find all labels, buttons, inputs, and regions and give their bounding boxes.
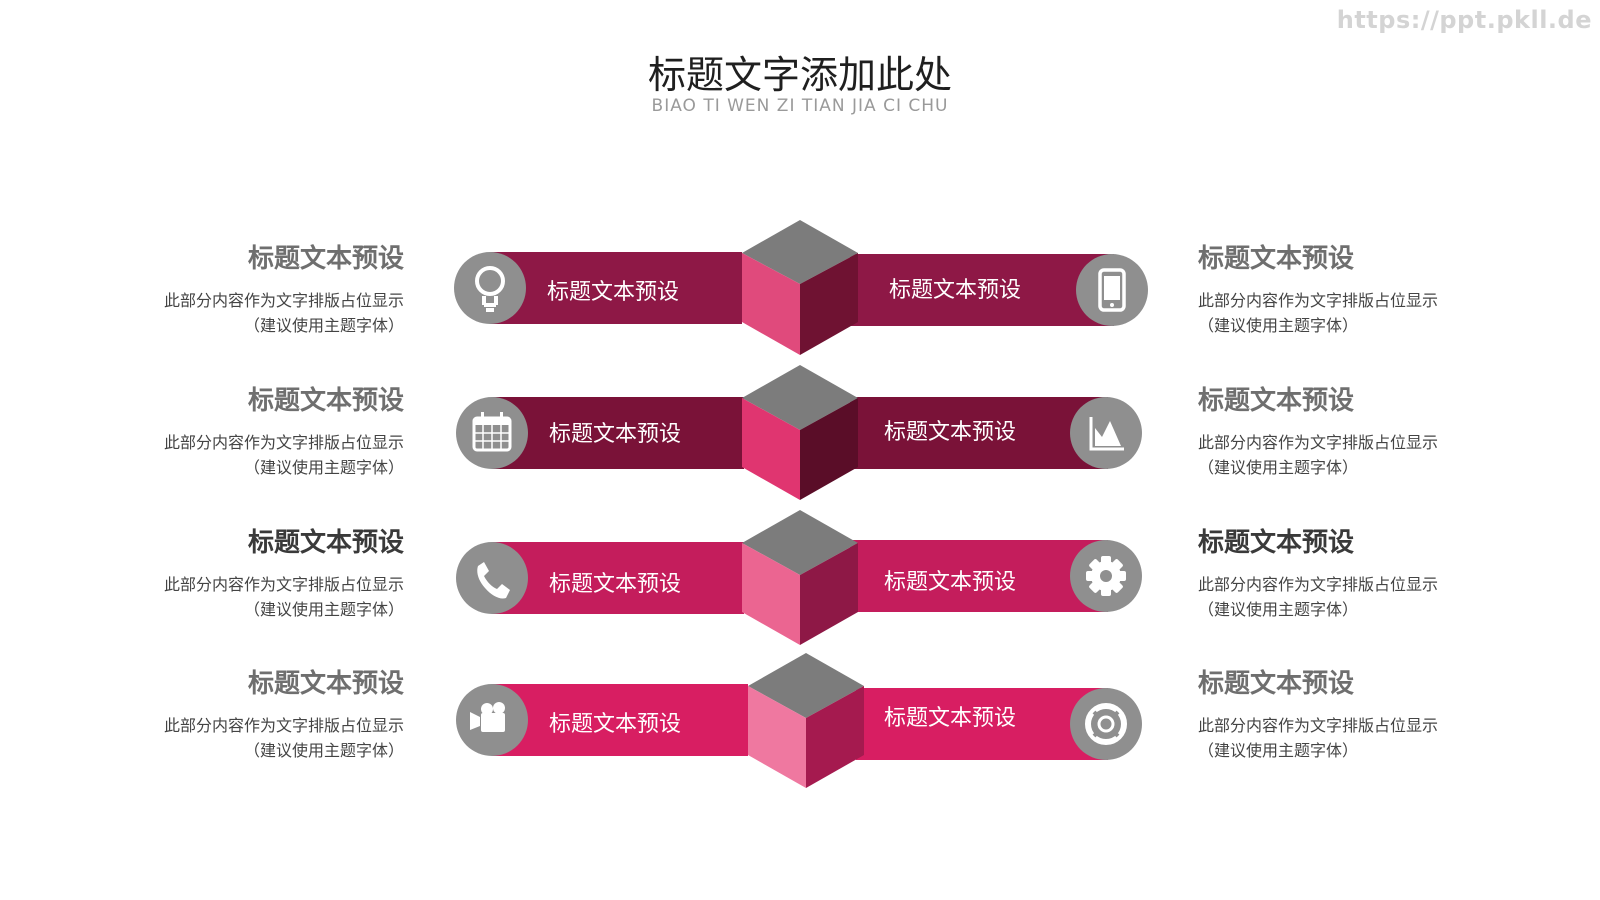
left-description: 此部分内容作为文字排版占位显示 （建议使用主题字体） bbox=[164, 288, 404, 338]
right-heading: 标题文本预设 bbox=[1198, 386, 1355, 416]
cube-front bbox=[742, 398, 800, 500]
cube-top bbox=[742, 510, 858, 575]
cube-side bbox=[806, 686, 864, 788]
diagram-row-2: 标题文本预设 此部分内容作为文字排版占位显示 （建议使用主题字体） 标题文本预设… bbox=[0, 380, 1600, 530]
area-chart-icon bbox=[1089, 417, 1124, 451]
right-description: 此部分内容作为文字排版占位显示 （建议使用主题字体） bbox=[1198, 572, 1438, 622]
cube-top bbox=[742, 220, 858, 284]
right-desc-line-1: 此部分内容作为文字排版占位显示 bbox=[1198, 575, 1439, 594]
bar-right-label: 标题文本预设 bbox=[884, 420, 1017, 445]
cube-front bbox=[742, 543, 800, 645]
right-desc-line-2: （建议使用主题字体） bbox=[1198, 316, 1359, 335]
right-bar bbox=[850, 397, 1108, 469]
diagram-row-3: 标题文本预设 此部分内容作为文字排版占位显示 （建议使用主题字体） 标题文本预设… bbox=[0, 522, 1600, 672]
cube-side bbox=[800, 543, 858, 645]
right-bar bbox=[850, 540, 1108, 612]
cube-side bbox=[800, 398, 858, 500]
left-heading: 标题文本预设 bbox=[247, 244, 404, 274]
left-desc-line-1: 此部分内容作为文字排版占位显示 bbox=[163, 575, 404, 594]
right-desc-line-2: （建议使用主题字体） bbox=[1198, 458, 1359, 477]
left-bar bbox=[492, 397, 744, 469]
left-desc-line-2: （建议使用主题字体） bbox=[243, 600, 404, 619]
slide-title: 标题文字添加此处 bbox=[647, 53, 952, 97]
left-icon-circle bbox=[456, 542, 528, 614]
left-desc-line-2: （建议使用主题字体） bbox=[243, 458, 404, 477]
cube-top bbox=[748, 653, 864, 718]
diagram-block-4 bbox=[456, 653, 1142, 788]
smartphone-icon bbox=[1098, 268, 1126, 312]
left-desc-line-1: 此部分内容作为文字排版占位显示 bbox=[163, 291, 404, 310]
left-heading: 标题文本预设 bbox=[247, 669, 404, 699]
slide-subtitle: BIAO TI WEN ZI TIAN JIA CI CHU bbox=[651, 96, 949, 116]
diagram-block-3 bbox=[456, 510, 1142, 645]
left-desc-line-1: 此部分内容作为文字排版占位显示 bbox=[163, 433, 404, 452]
video-camera-icon bbox=[470, 702, 505, 732]
left-heading: 标题文本预设 bbox=[247, 386, 404, 416]
left-heading: 标题文本预设 bbox=[247, 528, 404, 558]
cube-front bbox=[748, 686, 806, 788]
diagram-row-4: 标题文本预设 此部分内容作为文字排版占位显示 （建议使用主题字体） 标题文本预设… bbox=[0, 663, 1600, 813]
left-icon-circle bbox=[454, 252, 526, 324]
right-description: 此部分内容作为文字排版占位显示 （建议使用主题字体） bbox=[1198, 430, 1438, 480]
right-heading: 标题文本预设 bbox=[1198, 669, 1355, 699]
phone-icon bbox=[477, 562, 510, 599]
bar-left-label: 标题文本预设 bbox=[547, 280, 680, 305]
bar-left-label: 标题文本预设 bbox=[549, 422, 682, 447]
left-bar bbox=[490, 252, 742, 324]
left-description: 此部分内容作为文字排版占位显示 （建议使用主题字体） bbox=[164, 713, 404, 763]
diagram-block-2 bbox=[456, 365, 1142, 500]
diagram-block-1 bbox=[454, 220, 1148, 355]
right-heading: 标题文本预设 bbox=[1198, 244, 1355, 274]
bar-right-label: 标题文本预设 bbox=[889, 278, 1022, 303]
right-desc-line-1: 此部分内容作为文字排版占位显示 bbox=[1198, 433, 1439, 452]
right-desc-line-2: （建议使用主题字体） bbox=[1198, 741, 1359, 760]
cube-side bbox=[800, 253, 858, 355]
bar-left-label: 标题文本预设 bbox=[549, 712, 682, 737]
left-bar bbox=[492, 684, 748, 756]
left-desc-line-2: （建议使用主题字体） bbox=[243, 316, 404, 335]
watermark: https://ppt.pkll.de bbox=[1336, 6, 1592, 34]
bar-right-label: 标题文本预设 bbox=[884, 706, 1017, 731]
lightbulb-icon bbox=[475, 266, 505, 312]
lifebuoy-icon bbox=[1085, 703, 1127, 745]
bar-right-label: 标题文本预设 bbox=[884, 570, 1017, 595]
left-description: 此部分内容作为文字排版占位显示 （建议使用主题字体） bbox=[164, 572, 404, 622]
diagram-row-1: 标题文本预设 此部分内容作为文字排版占位显示 （建议使用主题字体） 标题文本预设… bbox=[0, 238, 1600, 388]
left-desc-line-2: （建议使用主题字体） bbox=[243, 741, 404, 760]
cube-front bbox=[742, 253, 800, 355]
right-desc-line-2: （建议使用主题字体） bbox=[1198, 600, 1359, 619]
cube-top bbox=[742, 365, 858, 430]
right-heading: 标题文本预设 bbox=[1198, 528, 1355, 558]
right-desc-line-1: 此部分内容作为文字排版占位显示 bbox=[1198, 291, 1439, 310]
right-bar bbox=[856, 688, 1108, 760]
left-description: 此部分内容作为文字排版占位显示 （建议使用主题字体） bbox=[164, 430, 404, 480]
bar-left-label: 标题文本预设 bbox=[549, 572, 682, 597]
left-desc-line-1: 此部分内容作为文字排版占位显示 bbox=[163, 716, 404, 735]
left-bar bbox=[492, 542, 744, 614]
right-description: 此部分内容作为文字排版占位显示 （建议使用主题字体） bbox=[1198, 713, 1438, 763]
calendar-icon bbox=[472, 412, 512, 452]
right-bar bbox=[850, 254, 1114, 326]
right-description: 此部分内容作为文字排版占位显示 （建议使用主题字体） bbox=[1198, 288, 1438, 338]
right-desc-line-1: 此部分内容作为文字排版占位显示 bbox=[1198, 716, 1439, 735]
gear-icon bbox=[1086, 556, 1126, 596]
